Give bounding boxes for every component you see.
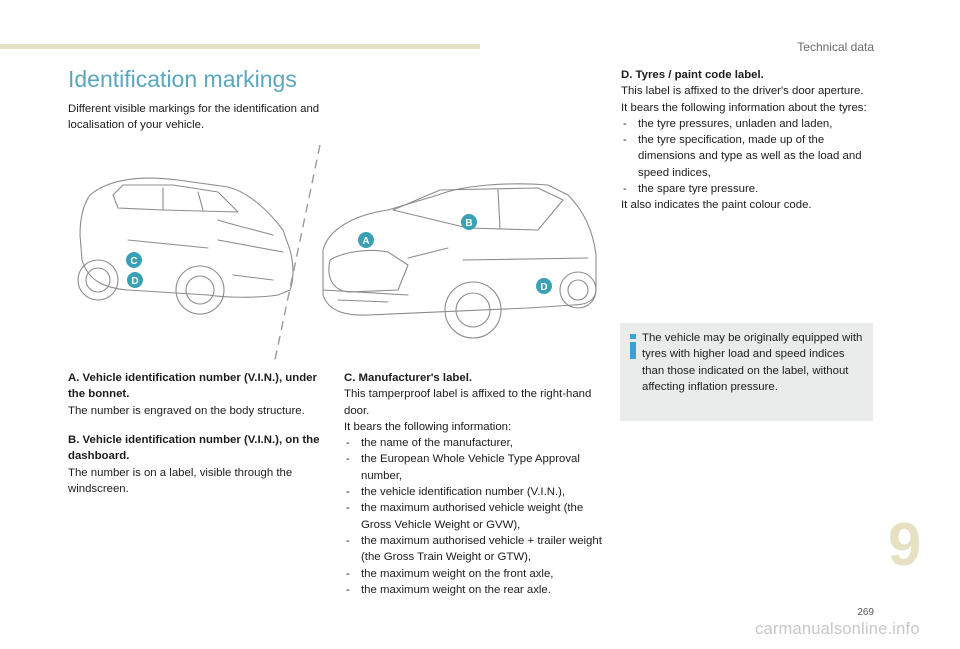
info-note-text: The vehicle may be originally equipped w…: [642, 332, 863, 393]
item-d: D. Tyres / paint code label. This label …: [621, 67, 879, 214]
item-c-list: the name of the manufacturer, the Europe…: [344, 435, 606, 598]
item-c-heading: C. Manufacturer's label.: [344, 372, 473, 384]
list-item: the spare tyre pressure.: [621, 181, 879, 198]
intro-text: Different visible markings for the ident…: [68, 103, 320, 131]
item-a-heading: A. Vehicle identification number (V.I.N.…: [68, 372, 317, 401]
item-b-heading: B. Vehicle identification number (V.I.N.…: [68, 434, 320, 463]
item-d-intro: It bears the following information about…: [621, 101, 867, 114]
item-c: C. Manufacturer's label. This tamperproo…: [344, 370, 606, 598]
illustration-divider: [274, 144, 321, 361]
marker-a-icon: A: [358, 232, 374, 248]
item-d-text: This label is affixed to the driver's do…: [621, 85, 864, 98]
info-note: The vehicle may be originally equipped w…: [620, 323, 873, 421]
section-title: Technical data: [797, 40, 874, 54]
item-d-heading: D. Tyres / paint code label.: [621, 69, 764, 81]
item-a: A. Vehicle identification number (V.I.N.…: [68, 370, 323, 419]
item-d-list: the tyre pressures, unladen and laden, t…: [621, 116, 879, 198]
list-item: the maximum weight on the front axle,: [344, 566, 606, 583]
page-number: 269: [857, 607, 874, 618]
vehicle-illustration: A B C D D: [77, 144, 597, 361]
item-c-text: This tamperproof label is affixed to the…: [344, 388, 592, 417]
list-item: the tyre pressures, unladen and laden,: [621, 116, 879, 133]
header-rule: [0, 44, 480, 49]
info-icon: [630, 334, 636, 359]
list-item: the tyre specification, made up of the d…: [621, 132, 879, 181]
item-b: B. Vehicle identification number (V.I.N.…: [68, 432, 323, 497]
list-item: the name of the manufacturer,: [344, 435, 606, 452]
item-a-text: The number is engraved on the body struc…: [68, 404, 305, 417]
marker-d-left-icon: D: [127, 272, 143, 288]
item-c-intro: It bears the following information:: [344, 420, 512, 433]
svg-text:D: D: [131, 276, 138, 287]
item-b-text: The number is on a label, visible throug…: [68, 466, 293, 495]
rear-vehicle-drawing: [77, 177, 294, 315]
front-vehicle-drawing: [322, 183, 597, 339]
marker-b-icon: B: [461, 214, 477, 230]
chapter-number: 9: [888, 511, 922, 578]
list-item: the maximum authorised vehicle weight (t…: [344, 500, 606, 533]
page-title: Identification markings: [68, 66, 297, 92]
svg-text:C: C: [130, 256, 137, 267]
list-item: the vehicle identification number (V.I.N…: [344, 484, 606, 501]
svg-text:D: D: [540, 282, 547, 293]
watermark: carmanualsonline.info: [755, 620, 920, 638]
list-item: the maximum weight on the rear axle.: [344, 582, 606, 599]
marker-d-right-icon: D: [536, 278, 552, 294]
svg-text:A: A: [362, 236, 369, 247]
list-item: the maximum authorised vehicle + trailer…: [344, 533, 606, 566]
marker-c-icon: C: [126, 252, 142, 268]
list-item: the European Whole Vehicle Type Approval…: [344, 451, 606, 484]
svg-text:B: B: [465, 218, 472, 229]
item-d-outro: It also indicates the paint colour code.: [621, 199, 812, 212]
